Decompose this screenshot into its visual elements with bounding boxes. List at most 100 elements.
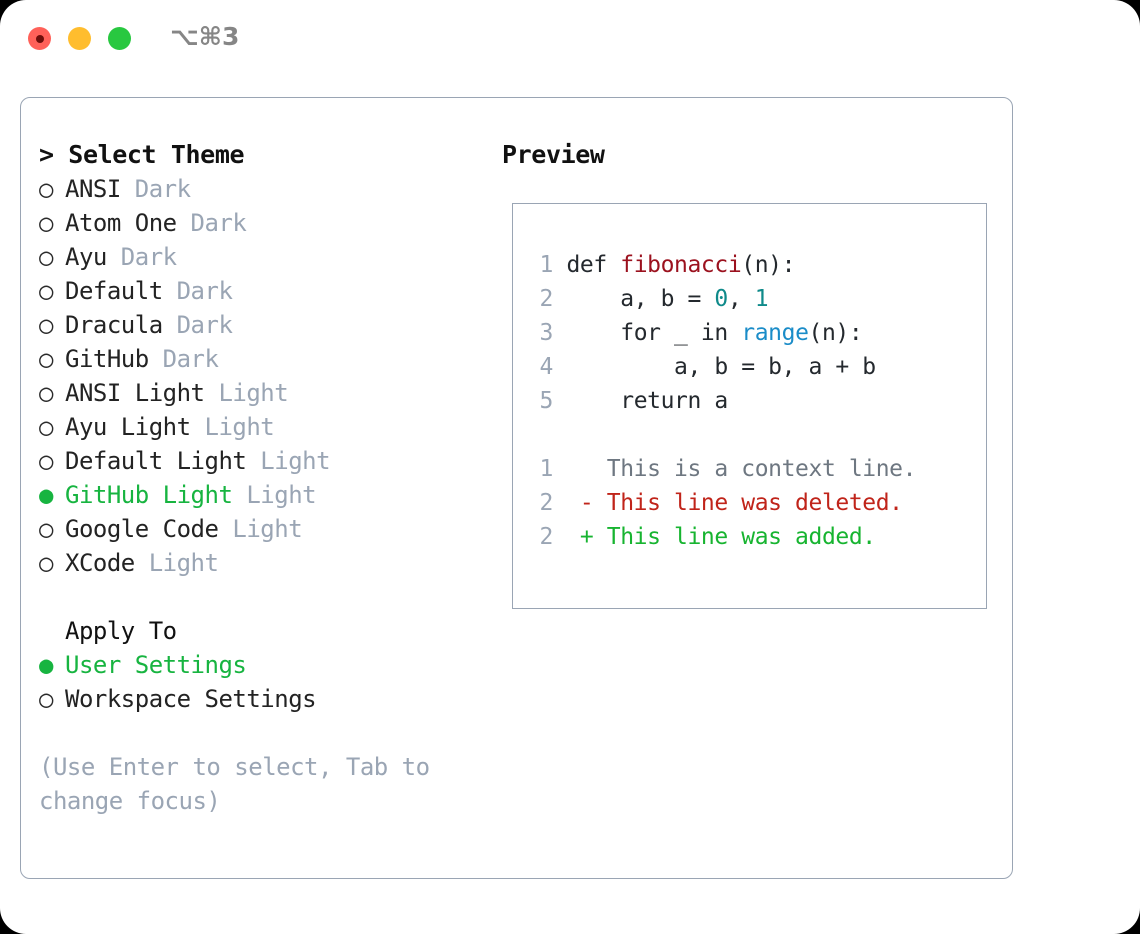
theme-option-label: ANSI Light bbox=[65, 379, 219, 407]
theme-option-tag: Light bbox=[260, 447, 331, 475]
theme-option-tag: Dark bbox=[134, 175, 191, 203]
minimize-window-button[interactable] bbox=[68, 27, 91, 50]
theme-option-label: GitHub bbox=[65, 345, 163, 373]
radio-unselected-icon: ○ bbox=[39, 685, 53, 713]
line-number: 2 bbox=[539, 490, 554, 516]
radio-unselected-icon: ○ bbox=[39, 311, 53, 339]
theme-option-tag: Light bbox=[148, 549, 219, 577]
theme-list[interactable]: ○ANSI Dark○Atom One Dark○Ayu Dark○Defaul… bbox=[39, 172, 479, 580]
theme-option-label: Default Light bbox=[65, 447, 261, 475]
code-line: 2 a, b = 0, 1 bbox=[525, 282, 916, 316]
diff-line-add: 2 + This line was added. bbox=[525, 520, 916, 554]
code-token: 1 bbox=[754, 286, 769, 312]
theme-option-tag: Light bbox=[218, 379, 289, 407]
theme-option-label: Ayu bbox=[65, 243, 121, 271]
theme-option-ansi-light[interactable]: ○ ANSI Light Light bbox=[39, 376, 479, 410]
theme-option-tag: Dark bbox=[176, 277, 233, 305]
code-token: def bbox=[566, 252, 621, 278]
code-token: (n): bbox=[808, 320, 863, 346]
theme-option-google-code[interactable]: ○ Google Code Light bbox=[39, 512, 479, 546]
diff-line-text: This is a context line. bbox=[553, 456, 917, 482]
radio-selected-icon: ● bbox=[39, 651, 53, 679]
code-line: 4 a, b = b, a + b bbox=[525, 350, 916, 384]
code-token: , bbox=[727, 286, 755, 312]
theme-option-ayu-light[interactable]: ○Ayu Light Light bbox=[39, 410, 479, 444]
radio-unselected-icon: ○ bbox=[39, 515, 53, 543]
theme-option-tag: Dark bbox=[120, 243, 177, 271]
title-bar: ⌥⌘3 bbox=[0, 0, 1140, 78]
theme-option-default-light[interactable]: ○ Default Light Light bbox=[39, 444, 479, 478]
theme-option-tag: Dark bbox=[190, 209, 247, 237]
theme-option-ayu[interactable]: ○ Ayu Dark bbox=[39, 240, 479, 274]
code-token: range bbox=[741, 320, 809, 346]
line-number: 2 bbox=[539, 286, 554, 312]
keyboard-hint-text: (Use Enter to select, Tab to change focu… bbox=[39, 753, 430, 815]
apply-to-section: Apply To ● User Settings ○ Workspace Settin… bbox=[39, 614, 479, 716]
apply-to-option-user-settings[interactable]: ● User Settings bbox=[39, 648, 479, 682]
code-token: a, b = bbox=[566, 286, 715, 312]
radio-unselected-icon: ○ bbox=[39, 175, 53, 203]
theme-option-label: Dracula bbox=[65, 311, 177, 339]
line-number: 3 bbox=[539, 320, 554, 346]
code-line: 3 for _ in range(n): bbox=[525, 316, 916, 350]
apply-to-option-label: Workspace Settings bbox=[65, 685, 317, 713]
radio-unselected-icon: ○ bbox=[39, 549, 53, 577]
radio-unselected-icon: ○ bbox=[39, 447, 53, 475]
code-token: (n): bbox=[741, 252, 796, 278]
theme-option-dracula[interactable]: ○ Dracula Dark bbox=[39, 308, 479, 342]
radio-selected-icon: ● bbox=[39, 481, 53, 509]
keyboard-shortcut-label: ⌥⌘3 bbox=[170, 22, 240, 51]
theme-option-tag: Dark bbox=[176, 311, 233, 339]
diff-line-del: 2 - This line was deleted. bbox=[525, 486, 916, 520]
diff-line-ctx: 1 This is a context line. bbox=[525, 452, 917, 486]
theme-picker-card: > Select Theme ○ANSI Dark○Atom One Dark○… bbox=[20, 97, 1013, 879]
theme-option-label: Default bbox=[65, 277, 177, 305]
radio-unselected-icon: ○ bbox=[39, 345, 53, 373]
line-number: 5 bbox=[539, 388, 554, 414]
code-token: fibonacci bbox=[620, 252, 742, 278]
apply-to-option-label: User Settings bbox=[65, 651, 247, 679]
radio-unselected-icon: ○ bbox=[39, 413, 53, 441]
preview-header: Preview bbox=[502, 140, 605, 169]
code-token: return a bbox=[566, 388, 728, 414]
line-number: 2 bbox=[539, 524, 554, 550]
close-window-button[interactable] bbox=[28, 27, 51, 50]
code-line: 1 def fibonacci(n): bbox=[525, 248, 916, 282]
radio-unselected-icon: ○ bbox=[39, 379, 53, 407]
theme-option-label: ANSI bbox=[65, 175, 135, 203]
line-number: 1 bbox=[539, 252, 554, 278]
code-token: for _ in bbox=[566, 320, 742, 346]
theme-option-atom-one[interactable]: ○Atom One Dark bbox=[39, 206, 479, 240]
theme-option-xcode[interactable]: ○ XCode Light bbox=[39, 546, 479, 580]
theme-option-ansi[interactable]: ○ ANSI Dark bbox=[39, 172, 479, 206]
code-token: a, b = b, a + b bbox=[566, 354, 876, 380]
code-blank-line bbox=[525, 418, 916, 452]
apply-to-list[interactable]: ● User Settings ○ Workspace Settings bbox=[39, 648, 479, 716]
diff-line-text: - This line was deleted. bbox=[553, 490, 903, 516]
theme-selection-pane: > Select Theme ○ANSI Dark○Atom One Dark○… bbox=[39, 138, 479, 818]
theme-option-default[interactable]: ○Default Dark bbox=[39, 274, 479, 308]
code-token: 0 bbox=[714, 286, 728, 312]
theme-option-tag: Light bbox=[246, 481, 317, 509]
theme-option-github[interactable]: ○ GitHub Dark bbox=[39, 342, 479, 376]
theme-option-label: Ayu Light bbox=[65, 413, 205, 441]
radio-unselected-icon: ○ bbox=[39, 209, 53, 237]
select-theme-header: > Select Theme bbox=[39, 140, 245, 169]
preview-pane: Preview 1 def fibonacci(n):2 a, b = 0, 1… bbox=[502, 138, 992, 609]
theme-option-label: GitHub Light bbox=[65, 481, 247, 509]
theme-option-tag: Dark bbox=[162, 345, 219, 373]
radio-unselected-icon: ○ bbox=[39, 243, 53, 271]
maximize-window-button[interactable] bbox=[108, 27, 131, 50]
apply-to-header: Apply To bbox=[65, 617, 177, 645]
theme-option-label: XCode bbox=[65, 549, 149, 577]
line-number: 1 bbox=[539, 456, 554, 482]
apply-to-option-workspace-settings[interactable]: ○ Workspace Settings bbox=[39, 682, 479, 716]
diff-line-text: + This line was added. bbox=[553, 524, 876, 550]
theme-option-label: Google Code bbox=[65, 515, 233, 543]
theme-option-tag: Light bbox=[232, 515, 303, 543]
line-number: 4 bbox=[539, 354, 554, 380]
theme-option-github-light[interactable]: ● GitHub Light Light bbox=[39, 478, 479, 512]
